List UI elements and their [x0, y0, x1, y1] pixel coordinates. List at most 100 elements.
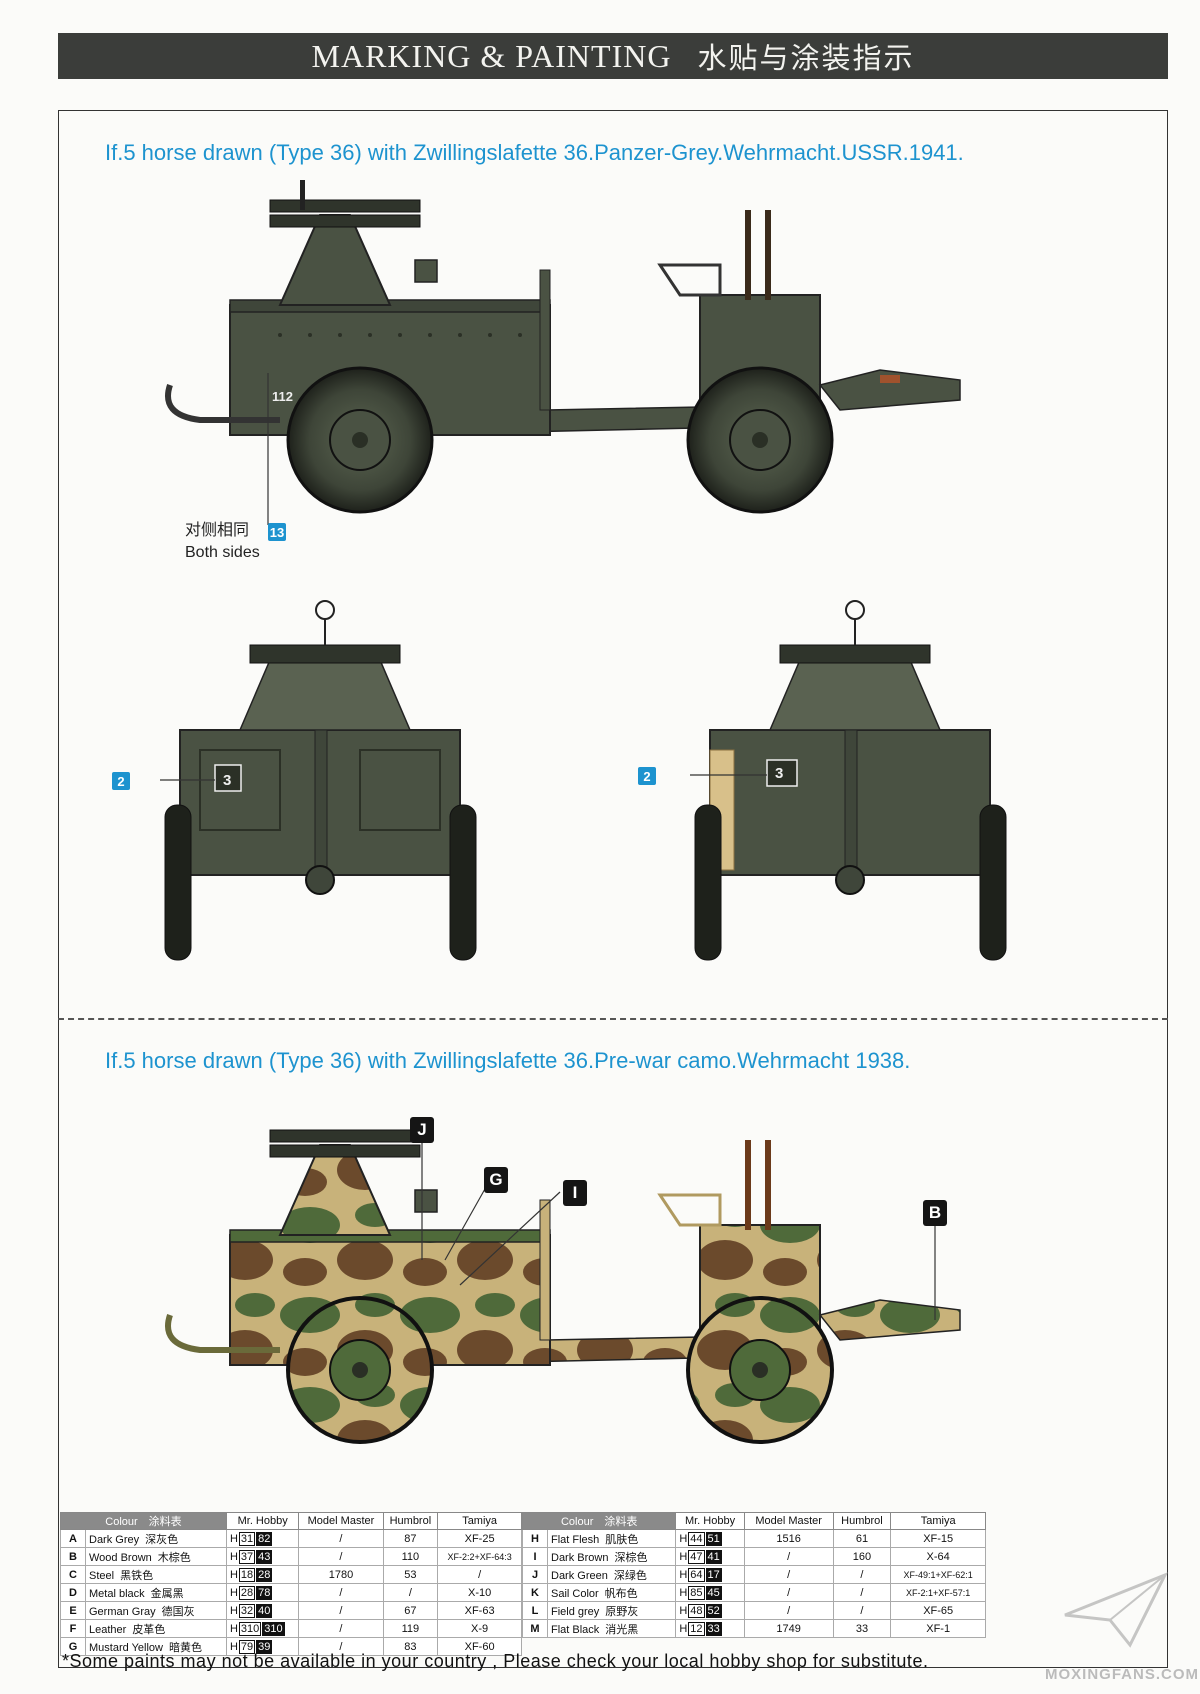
mr-hobby-h-code: 37: [238, 1549, 256, 1564]
tamiya-header: Tamiya: [437, 1512, 522, 1530]
mr-hobby-c-code: 28: [256, 1567, 273, 1582]
scheme2-title: If.5 horse drawn (Type 36) with Zwilling…: [105, 1048, 911, 1073]
mr-hobby-h-code: 79: [238, 1639, 256, 1654]
paint-name-zh: 帆布色: [604, 1587, 638, 1600]
section-divider: [58, 1018, 1168, 1020]
decal-callout-2-right: 2: [638, 767, 656, 785]
paint-code: B: [60, 1547, 86, 1566]
paint-name-zh: 深棕色: [614, 1551, 648, 1564]
both-sides-note: 对侧相同 Both sides: [185, 520, 260, 564]
header-title-en: MARKING & PAINTING: [311, 37, 672, 74]
tamiya-cell: XF-1: [890, 1619, 986, 1638]
paint-code: G: [60, 1637, 86, 1656]
paint-name-zh: 肌肤色: [605, 1533, 639, 1546]
watermark-text: MOXINGFANS.COM: [1045, 1666, 1200, 1683]
paint-name: German Gray: [89, 1605, 156, 1618]
model-master-cell: /: [298, 1583, 384, 1602]
mr-hobby-c-code: 52: [705, 1603, 722, 1618]
paint-name-cell: Dark Grey 深灰色: [85, 1529, 227, 1548]
paint-code: E: [60, 1601, 86, 1620]
paint-name: Field grey: [551, 1605, 600, 1618]
rear-marking-left: 3: [223, 772, 232, 789]
tamiya-cell: XF-60: [437, 1637, 522, 1656]
paint-name: Metal black: [89, 1587, 145, 1600]
humbrol-cell: /: [832, 1601, 892, 1620]
mr-hobby-h-code: 18: [238, 1567, 256, 1582]
humbrol-cell: /: [832, 1583, 892, 1602]
paint-code: M: [522, 1619, 548, 1638]
paint-name-cell: Sail Color 帆布色: [546, 1583, 677, 1602]
mr-hobby-c-code: 310: [262, 1621, 285, 1636]
paint-name: Sail Color: [551, 1587, 599, 1600]
humbrol-cell: 110: [382, 1547, 439, 1566]
mr-hobby-h-code: 47: [688, 1549, 705, 1564]
paint-name-zh: 深灰色: [145, 1533, 179, 1546]
model-master-cell: 1516: [743, 1529, 834, 1548]
paint-name: Flat Flesh: [551, 1533, 600, 1546]
humbrol-cell: 67: [382, 1601, 439, 1620]
paint-code: K: [522, 1583, 548, 1602]
mr-hobby-c-code: 40: [256, 1603, 273, 1618]
model-master-cell: /: [298, 1529, 384, 1548]
humbrol-cell: 119: [382, 1619, 439, 1638]
footer-note: *Some paints may not be available in you…: [62, 1651, 929, 1671]
paint-code: J: [522, 1565, 548, 1584]
mr-hobby-h-code: 64: [688, 1567, 705, 1582]
model-master-cell: /: [743, 1565, 834, 1584]
mr-hobby-h-code: 31: [238, 1531, 256, 1546]
tamiya-cell: XF-15: [890, 1529, 986, 1548]
humbrol-cell: 53: [382, 1565, 439, 1584]
mr-hobby-h-code: 48: [688, 1603, 705, 1618]
tamiya-cell: X-10: [437, 1583, 522, 1602]
humbrol-cell: /: [832, 1565, 892, 1584]
mr-hobby-h-code: 310: [238, 1621, 262, 1636]
paint-name: Dark Grey: [89, 1533, 140, 1546]
paint-letter-g: G: [484, 1167, 508, 1193]
mr-hobby-c-code: 78: [256, 1585, 273, 1600]
humbrol-cell: 87: [382, 1529, 439, 1548]
mr-hobby-c-code: 51: [705, 1531, 722, 1546]
scheme1-title: If.5 horse drawn (Type 36) with Zwilling…: [105, 140, 964, 165]
paint-name-zh: 深绿色: [613, 1569, 647, 1582]
mr-hobby-header: Mr. Hobby: [675, 1512, 745, 1530]
tamiya-cell: XF-49:1+XF-62:1: [890, 1565, 986, 1584]
colour-header: Colour 涂料表: [60, 1512, 227, 1530]
mr-hobby-c-code: 39: [256, 1639, 273, 1654]
model-master-header: Model Master: [298, 1512, 384, 1530]
paint-name: Steel: [89, 1569, 115, 1582]
note-en: Both sides: [185, 544, 260, 561]
paint-letter-b: B: [923, 1200, 947, 1226]
paint-code: D: [60, 1583, 86, 1602]
decal-callout-2-left: 2: [112, 772, 130, 790]
paint-name: Mustard Yellow: [89, 1641, 163, 1654]
paint-name: Wood Brown: [89, 1551, 152, 1564]
side-marking: 112: [272, 389, 293, 404]
humbrol-header: Humbrol: [832, 1512, 892, 1530]
paint-name-zh: 原野灰: [605, 1605, 639, 1618]
humbrol-cell: /: [382, 1583, 439, 1602]
model-master-cell: /: [298, 1637, 384, 1656]
scheme1-side-view: [165, 180, 961, 525]
mr-hobby-h-code: 12: [688, 1621, 705, 1636]
